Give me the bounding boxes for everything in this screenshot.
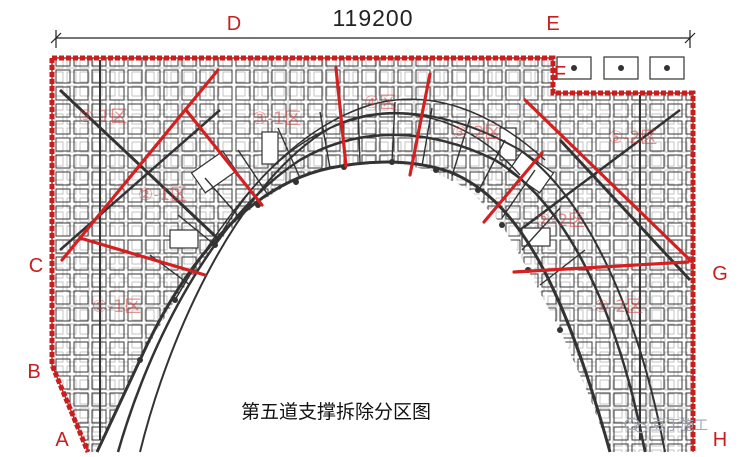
diagram-title: 第五道支撑拆除分区图 bbox=[241, 401, 431, 423]
posts bbox=[137, 159, 563, 363]
point-b: B bbox=[27, 361, 40, 383]
dimension-text: 119200 bbox=[332, 5, 413, 31]
zone-label-5-2: ⑤-2区 bbox=[608, 128, 657, 148]
dimension-line bbox=[50, 30, 696, 48]
zone-label-2-2: ②-2区 bbox=[536, 211, 585, 231]
radial-struts bbox=[149, 101, 586, 286]
zone-label-3-2: ③-2区 bbox=[452, 123, 501, 143]
point-g: G bbox=[712, 263, 728, 285]
zone-label-1-1: ①-1区 bbox=[92, 297, 141, 317]
zone-label-1-2: ①-2区 bbox=[594, 297, 643, 317]
point-f: F bbox=[554, 63, 566, 85]
watermark-icon bbox=[624, 417, 648, 434]
point-c: C bbox=[29, 255, 43, 277]
zone-label-4: ④区 bbox=[364, 93, 396, 113]
auxiliary-blocks bbox=[556, 56, 685, 80]
zone-label-2-1: ②-1区 bbox=[138, 185, 187, 205]
point-d: D bbox=[227, 13, 241, 35]
watermark: 豆丁施工 bbox=[624, 417, 708, 434]
zone-label-3-1: ③-1区 bbox=[78, 107, 127, 127]
point-e: E bbox=[546, 13, 559, 35]
zone-label-1-1-top: ③-1区 bbox=[252, 109, 301, 129]
watermark-text: 豆丁施工 bbox=[652, 418, 708, 434]
site-boundary bbox=[49, 55, 696, 453]
partition-lines bbox=[60, 66, 694, 277]
point-a: A bbox=[55, 429, 69, 451]
ring-beams bbox=[95, 98, 666, 453]
point-h: H bbox=[713, 429, 727, 451]
